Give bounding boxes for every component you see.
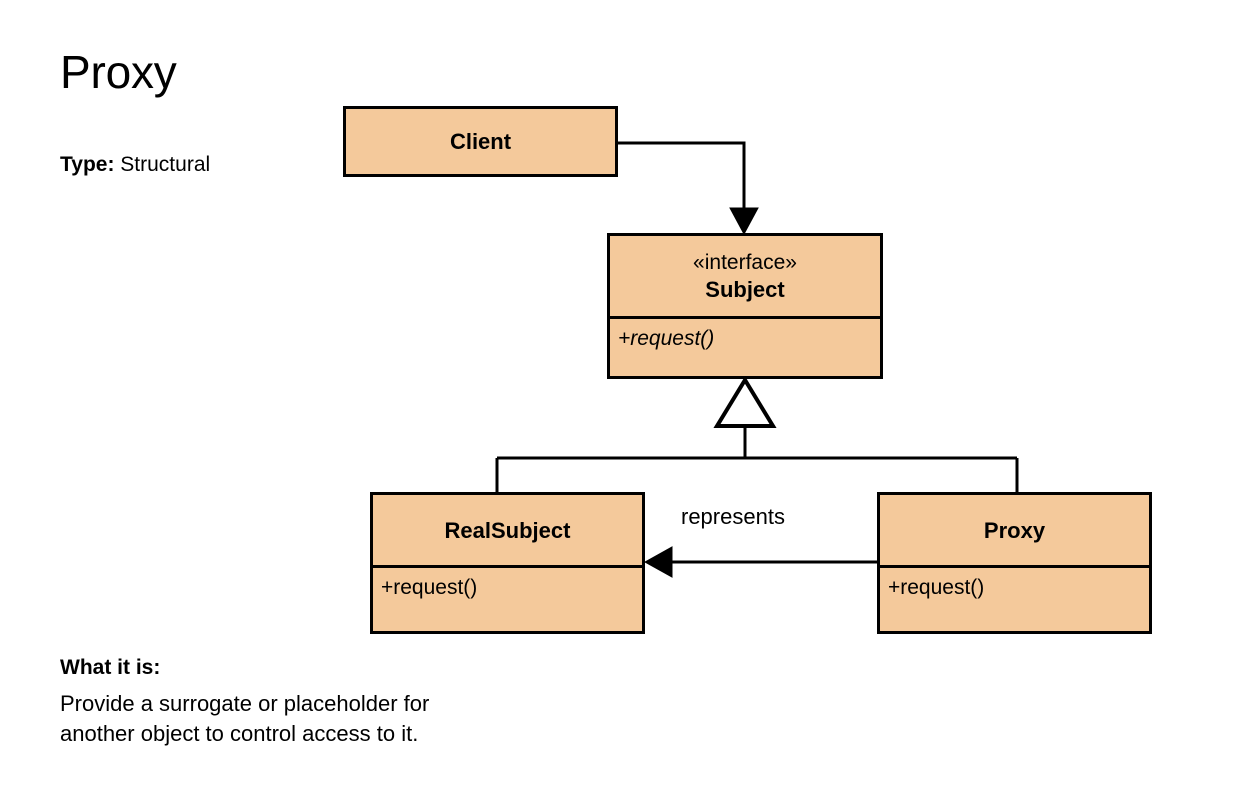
uml-class-subject-name: Subject	[705, 276, 785, 302]
what-it-is-body: Provide a surrogate or placeholder for a…	[60, 689, 429, 749]
uml-class-subject[interactable]: «interface» Subject +request()	[607, 233, 883, 379]
uml-class-realsubject-header: RealSubject	[373, 495, 642, 565]
uml-class-proxy-name: Proxy	[983, 517, 1046, 543]
what-it-is-heading: What it is:	[60, 656, 161, 679]
uml-class-realsubject[interactable]: RealSubject +request()	[370, 492, 645, 634]
uml-operation-realsubject-request: +request()	[381, 576, 478, 599]
uml-class-subject-operations: +request()	[610, 316, 880, 376]
uml-class-client[interactable]: Client	[343, 106, 618, 177]
hollow-triangle-arrowhead	[713, 376, 777, 428]
edge-proxy-to-realsubject	[643, 546, 877, 578]
edge-label-represents: represents	[681, 504, 785, 529]
pattern-type-label: Type:	[60, 153, 115, 176]
page-title: Proxy	[60, 46, 177, 98]
uml-operation-subject-request: +request()	[618, 327, 715, 350]
pattern-type-line: Type: Structural	[60, 152, 210, 177]
uml-class-proxy-header: Proxy	[880, 495, 1149, 565]
uml-class-proxy-operations: +request()	[880, 565, 1149, 631]
uml-class-realsubject-name: RealSubject	[444, 517, 571, 543]
what-it-is-line-1: Provide a surrogate or placeholder for	[60, 691, 430, 716]
uml-class-realsubject-operations: +request()	[373, 565, 642, 631]
filled-arrowhead-subject	[729, 207, 759, 236]
what-it-is-line-2: another object to control access to it.	[60, 721, 419, 746]
edge-client-to-subject-line	[618, 141, 746, 222]
uml-operation-proxy-request: +request()	[888, 576, 985, 599]
uml-class-client-header: Client	[346, 109, 615, 174]
edge-generalization-to-subject	[495, 376, 1019, 492]
edge-client-to-subject	[618, 141, 759, 236]
uml-class-subject-header: «interface» Subject	[610, 236, 880, 316]
filled-arrowhead-realsubject	[643, 546, 673, 578]
uml-class-proxy[interactable]: Proxy +request()	[877, 492, 1152, 634]
pattern-type-value: Structural	[120, 153, 211, 176]
uml-class-subject-stereotype: «interface»	[693, 250, 797, 274]
uml-class-client-name: Client	[449, 129, 512, 154]
